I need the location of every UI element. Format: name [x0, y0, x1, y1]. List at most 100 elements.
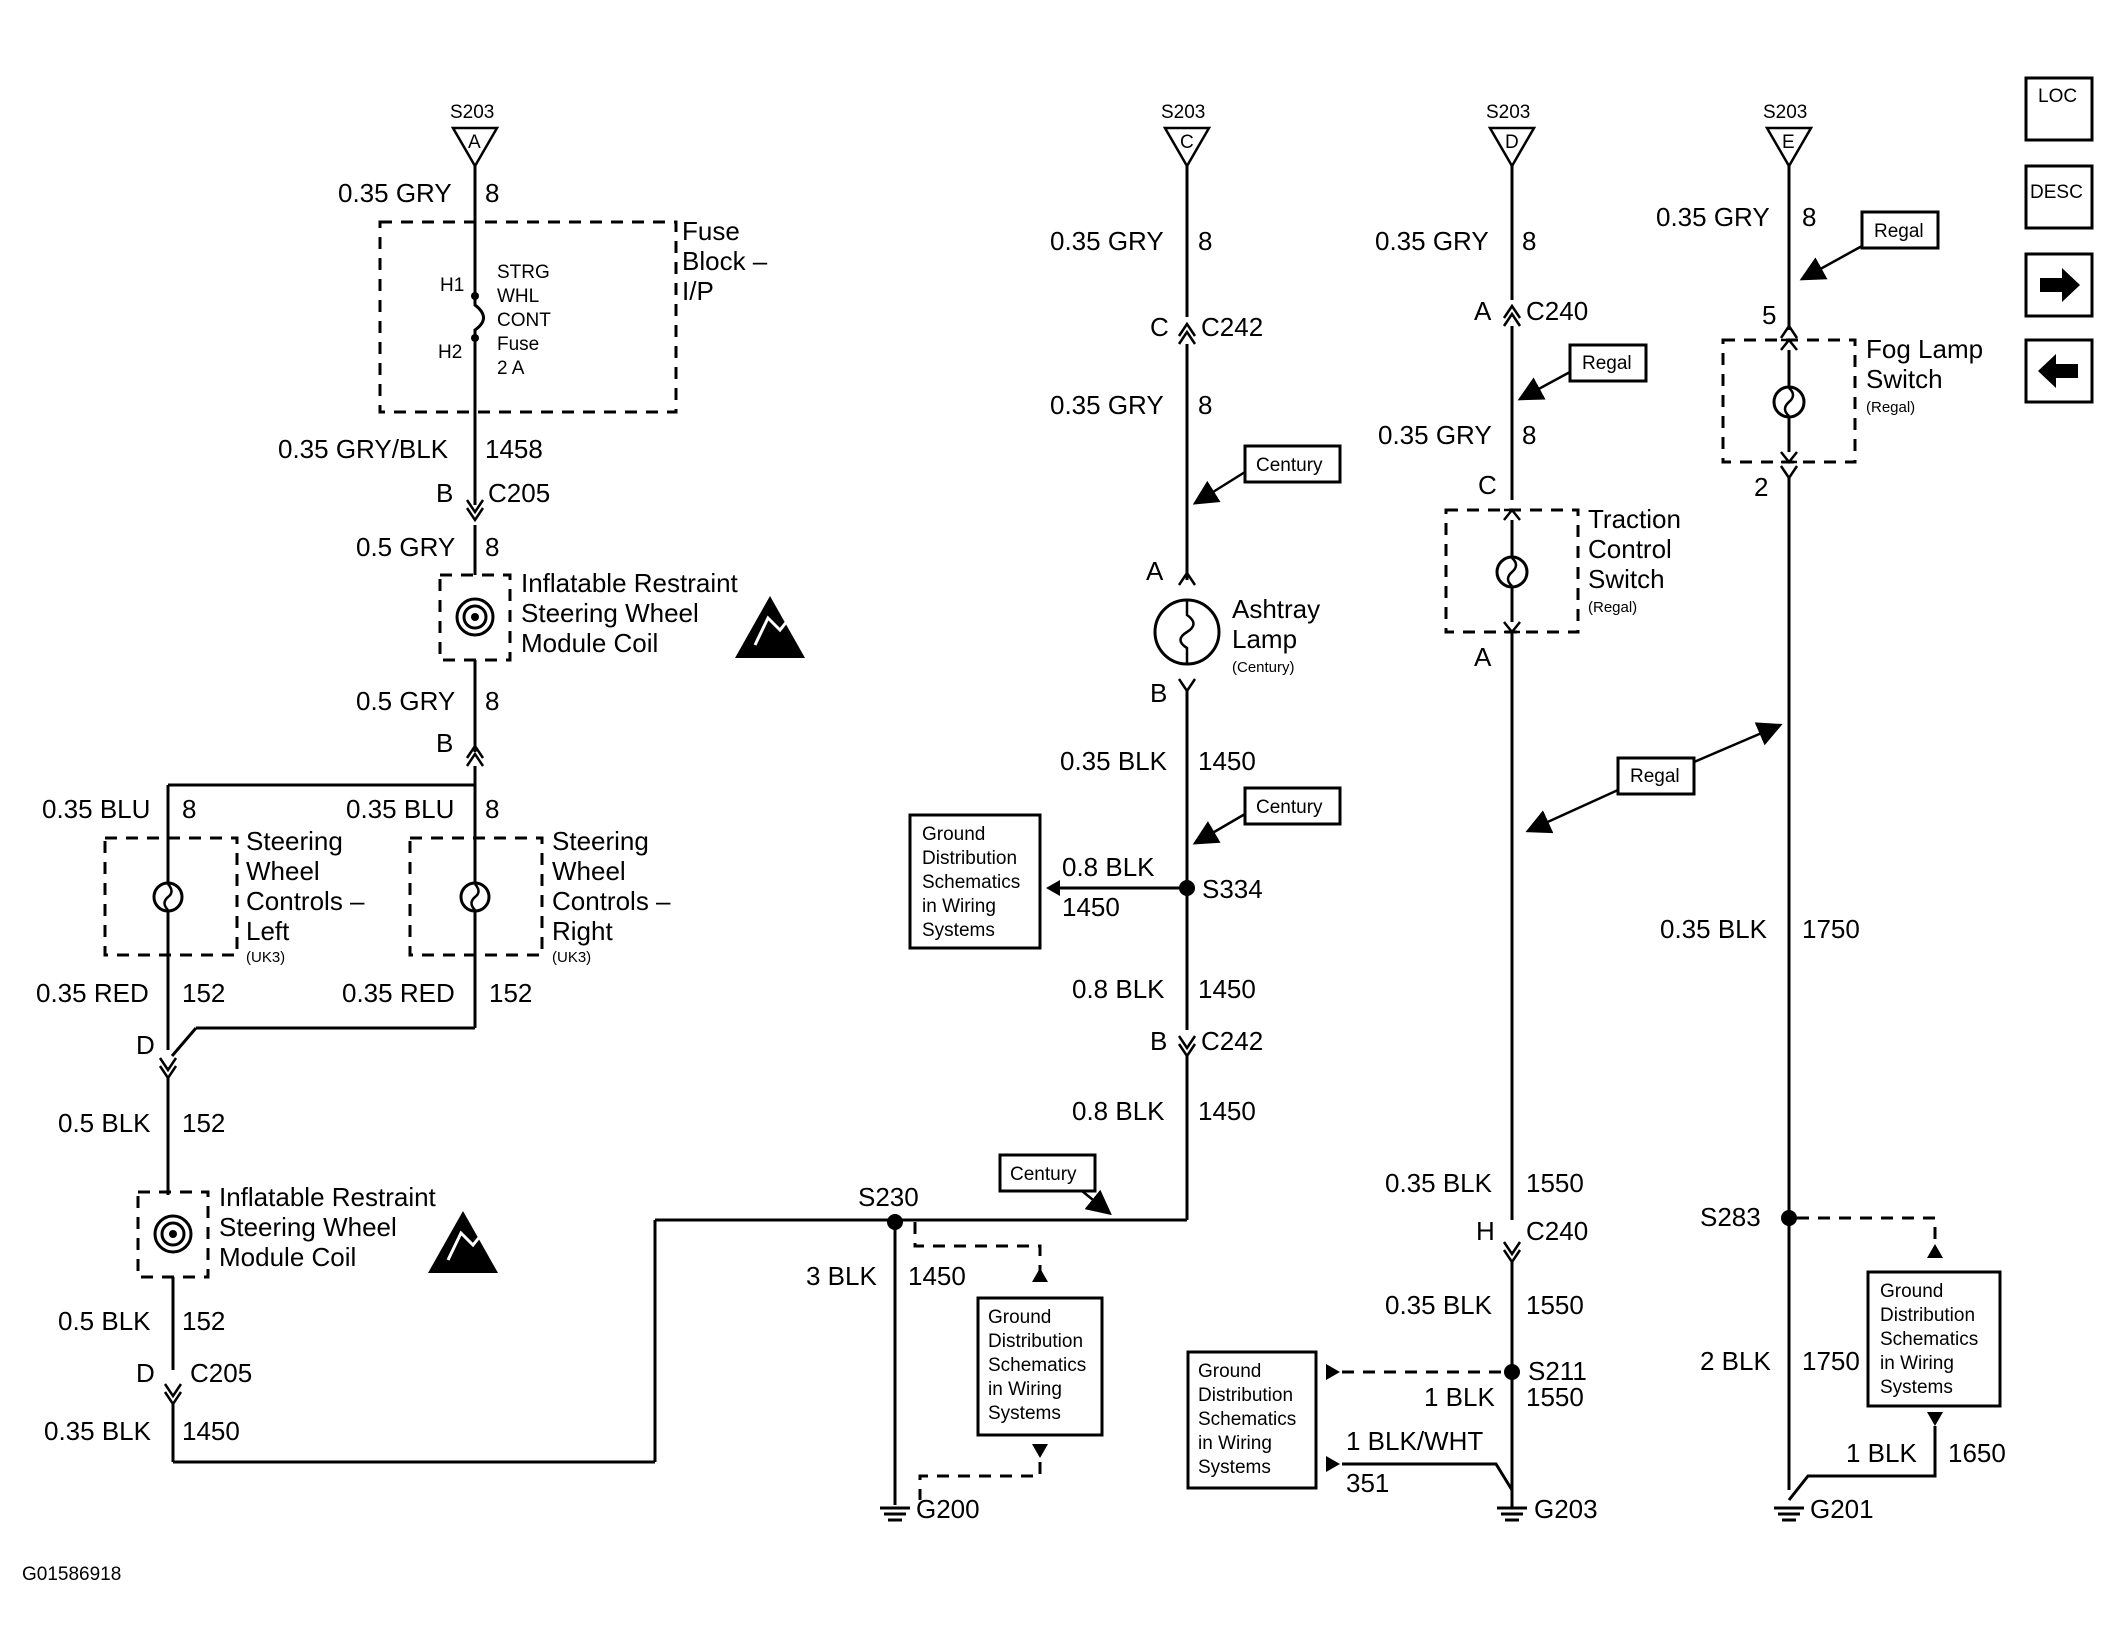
svg-text:351: 351 [1346, 1468, 1389, 1498]
century-tag: Century [1192, 786, 1342, 845]
splice-s203-c: S203 C [1161, 102, 1212, 169]
loc-button[interactable]: LOC [2024, 76, 2094, 142]
svg-text:2: 2 [1754, 472, 1768, 502]
svg-text:Systems: Systems [988, 1403, 1061, 1424]
ground-distribution-ref[interactable]: Ground Distribution Schematics in Wiring… [976, 1296, 1104, 1437]
svg-text:B: B [1150, 678, 1167, 708]
svg-text:Control: Control [1588, 534, 1672, 564]
svg-text:Regal: Regal [1630, 766, 1680, 787]
svg-text:0.35 GRY: 0.35 GRY [1050, 390, 1164, 420]
svg-text:Schematics: Schematics [1880, 1329, 1978, 1350]
coil-upper-outline [438, 573, 512, 662]
svg-text:C242: C242 [1201, 1026, 1263, 1056]
svg-text:0.35 BLK: 0.35 BLK [1385, 1168, 1493, 1198]
svg-text:Steering Wheel: Steering Wheel [219, 1212, 397, 1242]
circuit-e: 0.35 GRY 8 Regal 5 Fog Lamp Switch (Rega… [1656, 166, 2006, 1524]
svg-text:Schematics: Schematics [1198, 1409, 1296, 1430]
svg-text:Fog Lamp: Fog Lamp [1866, 334, 1983, 364]
svg-text:CONT: CONT [497, 310, 551, 331]
svg-text:Century: Century [1256, 797, 1323, 818]
svg-text:G203: G203 [1534, 1494, 1598, 1524]
ground-distribution-ref[interactable]: Ground Distribution Schematics in Wiring… [1866, 1270, 2002, 1408]
svg-text:Schematics: Schematics [988, 1355, 1086, 1376]
svg-text:Inflatable Restraint: Inflatable Restraint [219, 1182, 437, 1212]
svg-text:Lamp: Lamp [1232, 624, 1297, 654]
forward-button[interactable] [2024, 252, 2094, 318]
svg-text:Systems: Systems [922, 920, 995, 941]
svg-text:S203: S203 [1486, 102, 1530, 123]
svg-text:Ground: Ground [988, 1307, 1051, 1328]
svg-text:Distribution: Distribution [1198, 1385, 1293, 1406]
ground-distribution-ref[interactable]: Ground Distribution Schematics in Wiring… [1186, 1350, 1318, 1490]
svg-text:G201: G201 [1810, 1494, 1874, 1524]
arrow-right-icon [2040, 268, 2080, 302]
svg-text:Century: Century [1010, 1164, 1077, 1185]
ground-distribution-ref[interactable]: Ground Distribution Schematics in Wiring… [908, 813, 1042, 950]
svg-text:0.8 BLK: 0.8 BLK [1072, 974, 1165, 1004]
svg-text:0.35 GRY: 0.35 GRY [1378, 420, 1492, 450]
svg-text:S283: S283 [1700, 1202, 1761, 1232]
svg-text:Traction: Traction [1588, 504, 1681, 534]
svg-text:A: A [1146, 556, 1164, 586]
svg-text:S203: S203 [1161, 102, 1205, 123]
svg-text:I/P: I/P [682, 276, 714, 306]
svg-text:0.8 BLK: 0.8 BLK [1072, 1096, 1165, 1126]
svg-text:in Wiring: in Wiring [1880, 1353, 1954, 1374]
circuit-d: 0.35 GRY 8 A C240 Regal 0.35 GRY 8 C Tra… [1186, 166, 1783, 1524]
svg-text:C205: C205 [190, 1358, 252, 1388]
svg-text:1550: 1550 [1526, 1168, 1584, 1198]
svg-text:Steering: Steering [246, 826, 343, 856]
svg-text:0.35 GRY: 0.35 GRY [1375, 226, 1489, 256]
svg-text:H2: H2 [438, 342, 462, 363]
svg-text:(UK3): (UK3) [246, 949, 285, 966]
svg-text:Regal: Regal [1582, 353, 1632, 374]
loc-label: LOC [2038, 86, 2077, 107]
svg-text:1 BLK: 1 BLK [1424, 1382, 1495, 1412]
svg-text:A: A [1474, 642, 1492, 672]
century-tag: Century [1192, 444, 1342, 505]
airbag-warning-icon [735, 596, 805, 658]
regal-tag: Regal [1517, 343, 1648, 401]
svg-text:S230: S230 [858, 1182, 919, 1212]
svg-text:0.35 BLK: 0.35 BLK [1385, 1290, 1493, 1320]
regal-tag: Regal [1799, 210, 1940, 281]
svg-text:C240: C240 [1526, 296, 1588, 326]
circuit-c: 0.35 GRY 8 C C242 0.35 GRY 8 Century A A… [806, 166, 1342, 1524]
svg-text:Century: Century [1256, 455, 1323, 476]
switch-traction-icon [1495, 555, 1529, 589]
svg-text:B: B [1150, 1026, 1167, 1056]
svg-text:Ground: Ground [922, 824, 985, 845]
svg-text:1450: 1450 [908, 1261, 966, 1291]
svg-text:152: 152 [489, 978, 532, 1008]
svg-text:1750: 1750 [1802, 914, 1860, 944]
svg-text:WHL: WHL [497, 286, 539, 307]
back-button[interactable] [2024, 338, 2094, 404]
desc-button[interactable]: DESC [2024, 164, 2094, 230]
svg-text:C240: C240 [1526, 1216, 1588, 1246]
splice-s203-e: S203 E [1763, 102, 1814, 169]
svg-text:Switch: Switch [1866, 364, 1943, 394]
splice-s334-dot [1179, 880, 1195, 896]
regal-tag: Regal [1525, 722, 1783, 834]
splice-s203-d: S203 D [1486, 102, 1537, 169]
svg-text:1450: 1450 [1198, 974, 1256, 1004]
ground-g200-icon [880, 1506, 910, 1522]
fuse-block-label: Fuse [682, 216, 740, 246]
svg-text:5: 5 [1762, 300, 1776, 330]
svg-text:Left: Left [246, 916, 290, 946]
svg-text:8: 8 [1198, 390, 1212, 420]
svg-text:Ashtray: Ashtray [1232, 594, 1320, 624]
switch-right-icon [459, 881, 491, 913]
svg-text:1 BLK/WHT: 1 BLK/WHT [1346, 1426, 1483, 1456]
svg-text:B: B [436, 728, 453, 758]
svg-text:Module Coil: Module Coil [521, 628, 658, 658]
svg-text:0.8 BLK: 0.8 BLK [1062, 852, 1155, 882]
svg-text:Distribution: Distribution [1880, 1305, 1975, 1326]
svg-text:G200: G200 [916, 1494, 980, 1524]
svg-text:(Regal): (Regal) [1588, 599, 1637, 616]
circuit-a: 0.35 GRY 8 H1 H2 STRG WHL CONT Fuse 2 A … [36, 166, 895, 1464]
svg-text:1650: 1650 [1948, 1438, 2006, 1468]
svg-text:8: 8 [1802, 202, 1816, 232]
svg-text:C: C [1180, 132, 1194, 153]
svg-text:S211: S211 [1528, 1356, 1587, 1386]
